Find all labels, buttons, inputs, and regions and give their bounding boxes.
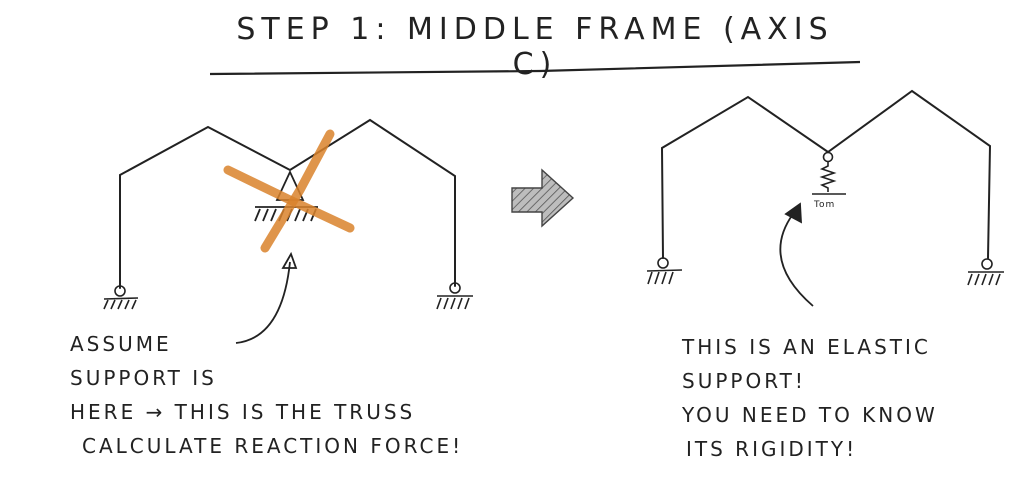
left-note-arrow bbox=[235, 251, 298, 344]
left-note-line-2: SUPPORT IS bbox=[70, 366, 217, 390]
right-frame-right-support bbox=[967, 258, 1004, 286]
diagram-title: STEP 1: MIDDLE FRAME (AXIS C) bbox=[236, 12, 834, 82]
right-note: THIS IS AN ELASTIC SUPPORT! YOU NEED TO … bbox=[682, 330, 938, 466]
right-frame-left-support bbox=[646, 257, 683, 285]
right-note-line-2: SUPPORT! bbox=[682, 369, 806, 393]
right-note-line-3: YOU NEED TO KNOW bbox=[682, 403, 938, 427]
transition-arrow bbox=[511, 168, 575, 228]
left-note-line-4: CALCULATE REACTION FORCE! bbox=[82, 434, 464, 458]
title-underline bbox=[209, 60, 861, 76]
left-note-line-3: HERE → THIS IS THE TRUSS bbox=[70, 400, 416, 424]
left-note: ASSUME SUPPORT IS HERE → THIS IS THE TRU… bbox=[70, 327, 463, 463]
left-note-line-1: ASSUME bbox=[70, 332, 172, 356]
elastic-spring-support bbox=[812, 151, 846, 195]
right-pin-support-left-frame bbox=[436, 282, 473, 310]
right-note-arrow bbox=[779, 202, 814, 307]
right-frame bbox=[660, 89, 992, 259]
spring-label: Tom bbox=[813, 200, 835, 210]
orange-cross-out bbox=[223, 129, 355, 253]
left-pin-support bbox=[103, 285, 139, 310]
right-frame-outline bbox=[660, 89, 992, 259]
right-note-line-1: THIS IS AN ELASTIC bbox=[682, 335, 931, 359]
right-note-line-4: ITS RIGIDITY! bbox=[686, 437, 858, 461]
